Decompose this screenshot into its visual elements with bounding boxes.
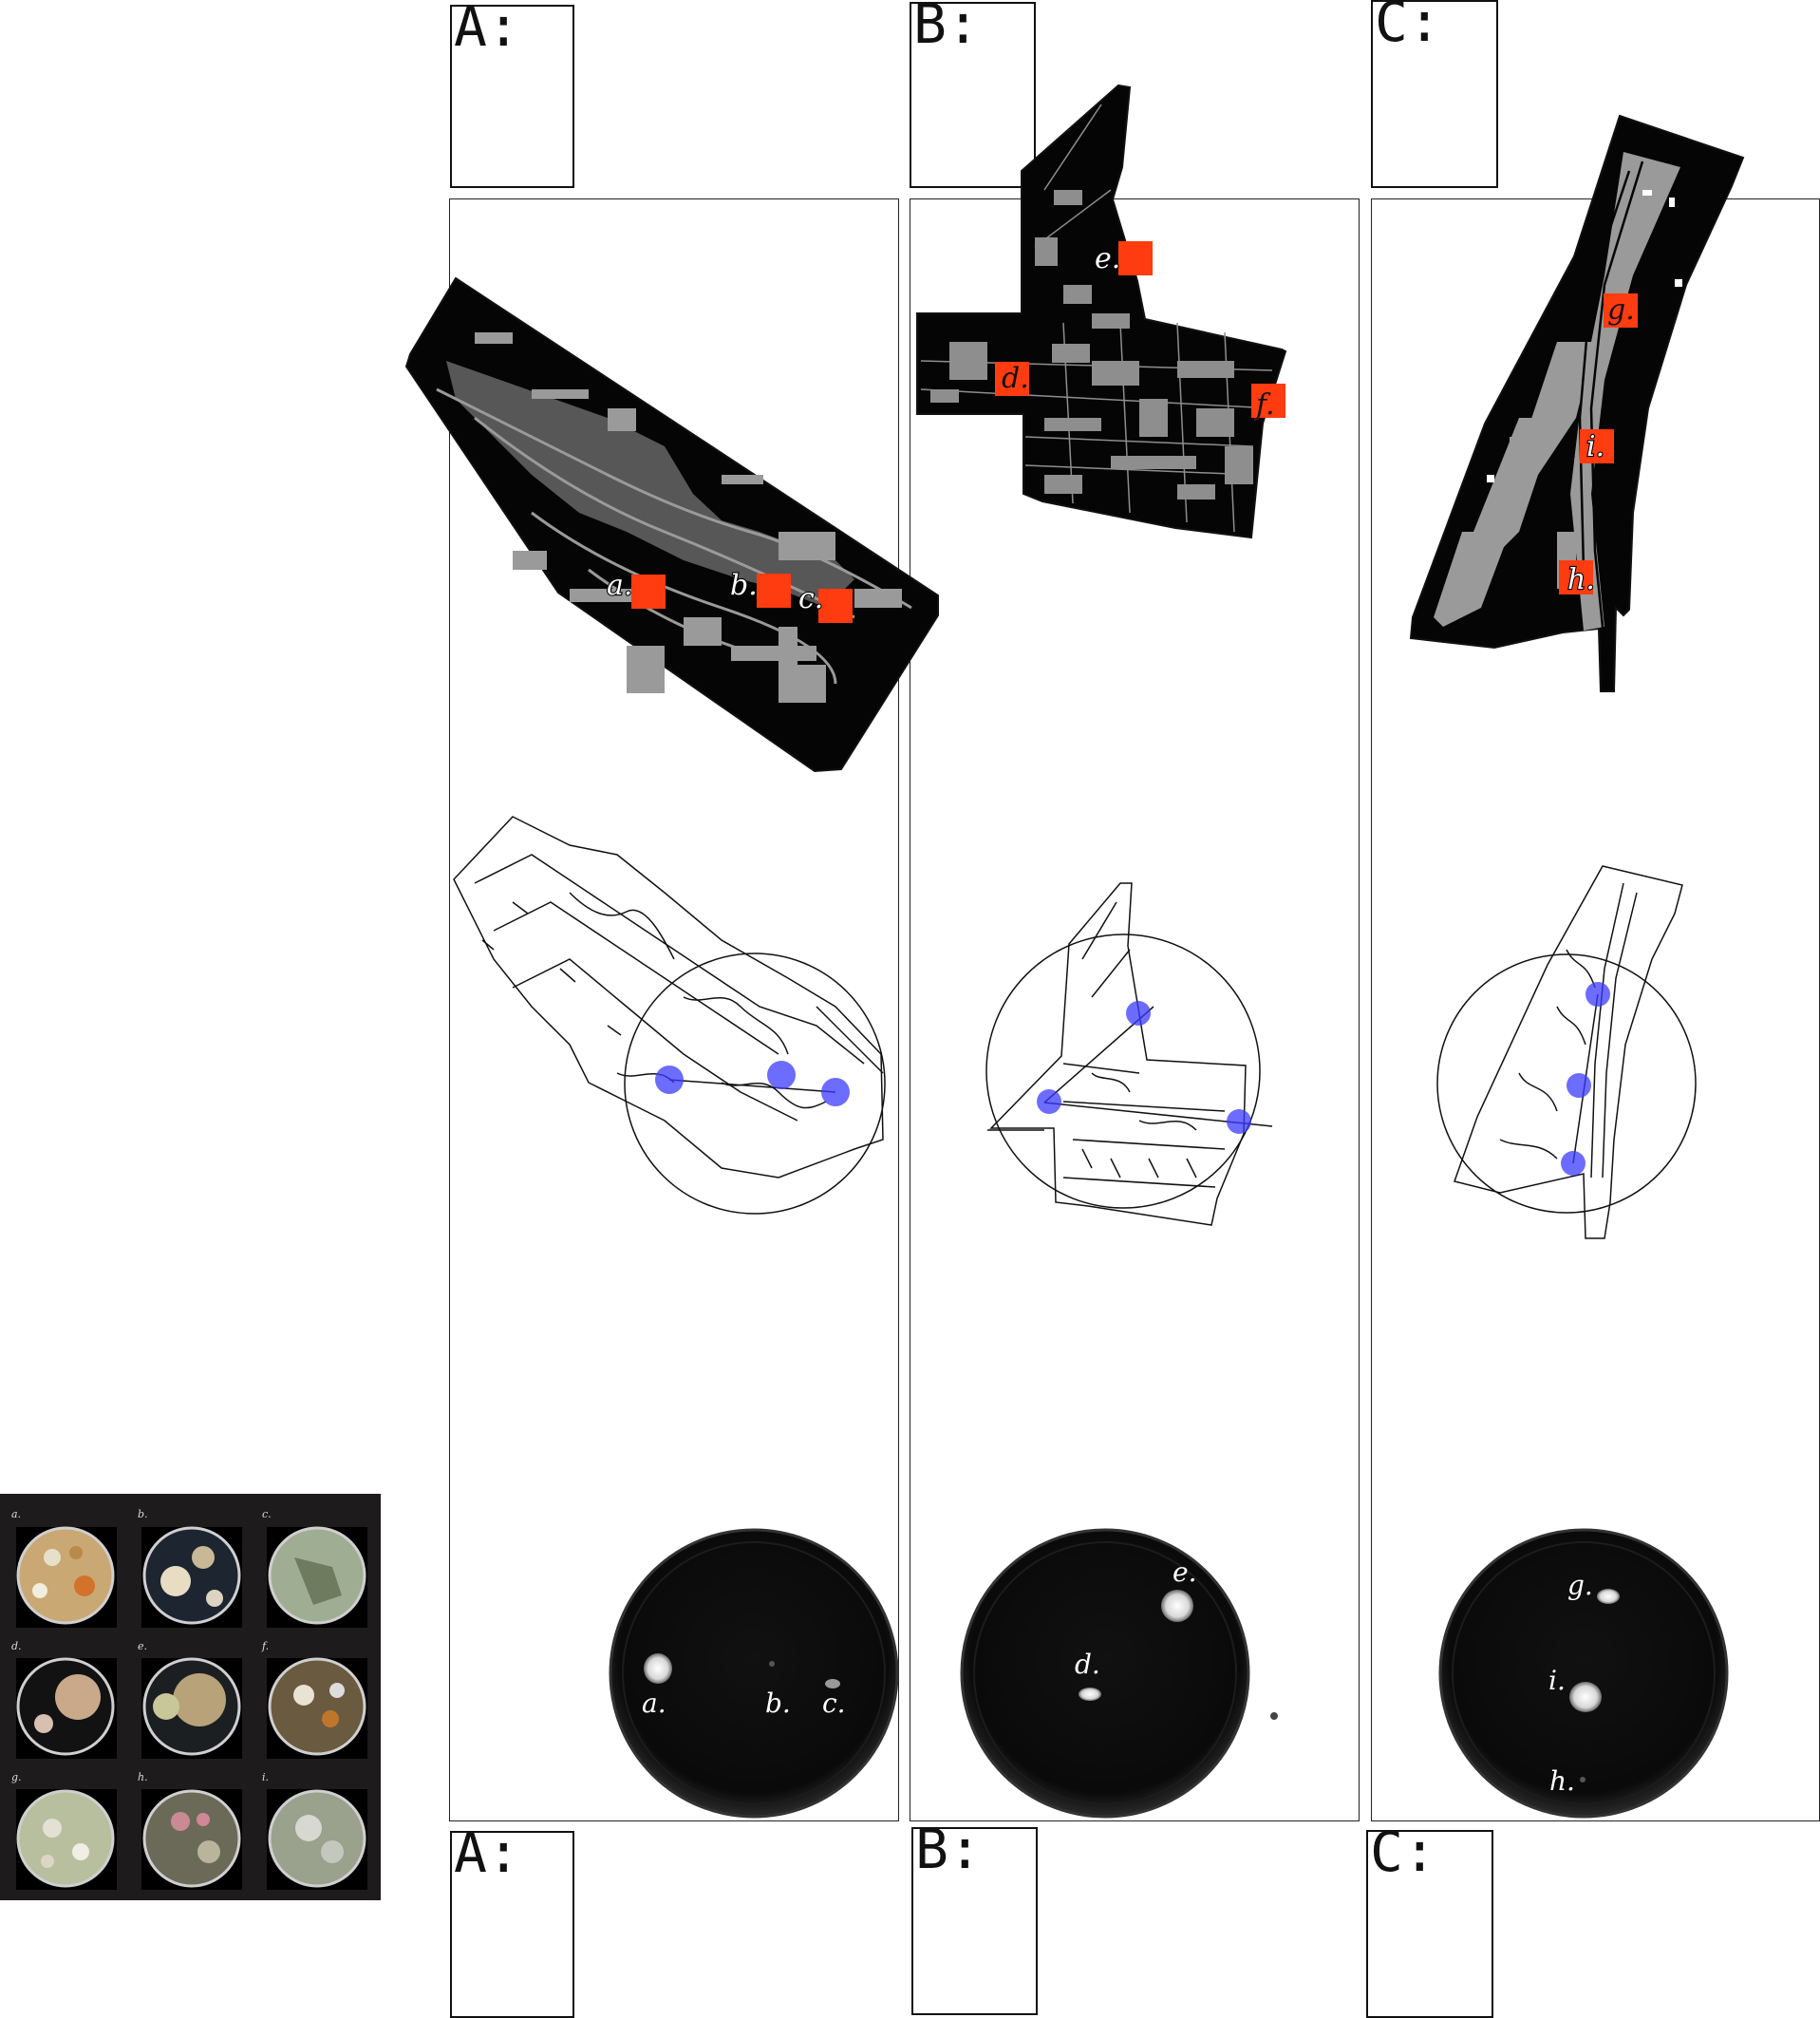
- marker-label-d: d.: [1002, 362, 1029, 395]
- marker-a: [631, 575, 666, 609]
- marker-label-f: f.: [1254, 388, 1275, 422]
- petri-dish-c: [1438, 1528, 1729, 1819]
- culture-dish-a: [16, 1526, 115, 1625]
- dish-label-g: g.: [1567, 1570, 1593, 1601]
- panel-b: [910, 198, 1360, 1821]
- grid-label-d: d.: [11, 1640, 22, 1652]
- culture-dish-f: [268, 1657, 366, 1756]
- marker-d: [995, 362, 1029, 396]
- outline-diagram-b: [985, 882, 1261, 1226]
- culture-thumbnails: [16, 1526, 367, 1890]
- bottom-label-a: A:: [454, 1820, 520, 1885]
- top-label-c: C:: [1375, 0, 1441, 54]
- marker-f: [1251, 384, 1285, 418]
- sample-points-c: [1561, 982, 1610, 1176]
- bottom-label-c: C:: [1370, 1820, 1436, 1884]
- dish-label-b: b.: [765, 1688, 791, 1719]
- outline-diagram-c: [1436, 865, 1697, 1239]
- petri-dish-a: [609, 1528, 899, 1819]
- bottom-label-box-a: A:: [450, 1825, 574, 2018]
- marker-i: [1580, 429, 1614, 463]
- culture-dish-i: [268, 1789, 366, 1888]
- bottom-label-b: B:: [915, 1817, 982, 1881]
- dish-label-f: f.: [1265, 1668, 1284, 1699]
- top-label-b: B:: [913, 0, 980, 56]
- marker-e: [1118, 241, 1153, 275]
- top-label-box-a: A:: [450, 0, 574, 188]
- top-label-a: A:: [454, 0, 520, 59]
- site-map-c: [1409, 114, 1745, 692]
- dish-label-e: e.: [1173, 1556, 1196, 1588]
- dish-label-h: h.: [1549, 1765, 1575, 1797]
- marker-b: [757, 574, 791, 608]
- bottom-label-box-c: C:: [1366, 1824, 1493, 2018]
- marker-label-e: e.: [1095, 242, 1120, 275]
- petri-dish-b: [960, 1528, 1278, 1819]
- bottom-label-box-b: B:: [911, 1821, 1038, 2015]
- sample-points-b: [987, 1001, 1273, 1134]
- marker-g: [1604, 293, 1638, 328]
- top-label-box-c: C:: [1371, 0, 1498, 188]
- culture-dish-g: [16, 1789, 115, 1888]
- marker-label-c: c.: [798, 582, 823, 615]
- sample-markers: [631, 241, 1638, 623]
- marker-label-g: g.: [1607, 293, 1635, 327]
- site-map-b: [916, 84, 1287, 539]
- grid-label-b: b.: [138, 1508, 148, 1520]
- grid-label-e: e.: [138, 1640, 148, 1652]
- marker-label-b: b.: [730, 569, 758, 602]
- site-map-a: [404, 276, 939, 773]
- top-label-box-b: B:: [910, 0, 1036, 188]
- marker-label-h: h.: [1567, 563, 1595, 596]
- outline-diagram-a: [453, 816, 886, 1215]
- dish-label-i: i.: [1548, 1665, 1566, 1696]
- grid-label-g: g.: [11, 1771, 22, 1783]
- grid-label-a: a.: [11, 1508, 22, 1520]
- dish-label-a: a.: [642, 1688, 666, 1719]
- marker-label-i: i.: [1586, 430, 1604, 463]
- marker-label-a: a.: [607, 569, 632, 602]
- panel-a: [449, 198, 899, 1821]
- grid-label-f: f.: [262, 1640, 270, 1652]
- sample-points-a: [655, 1061, 850, 1106]
- grid-label-i: i.: [262, 1771, 270, 1783]
- dish-label-d: d.: [1075, 1649, 1100, 1680]
- marker-h: [1559, 560, 1593, 594]
- grid-label-h: h.: [138, 1771, 148, 1783]
- marker-c: [818, 589, 853, 623]
- culture-dish-h: [142, 1789, 241, 1888]
- culture-dish-b: [142, 1526, 241, 1625]
- dish-label-c: c.: [822, 1688, 846, 1719]
- grid-label-c: c.: [262, 1508, 272, 1520]
